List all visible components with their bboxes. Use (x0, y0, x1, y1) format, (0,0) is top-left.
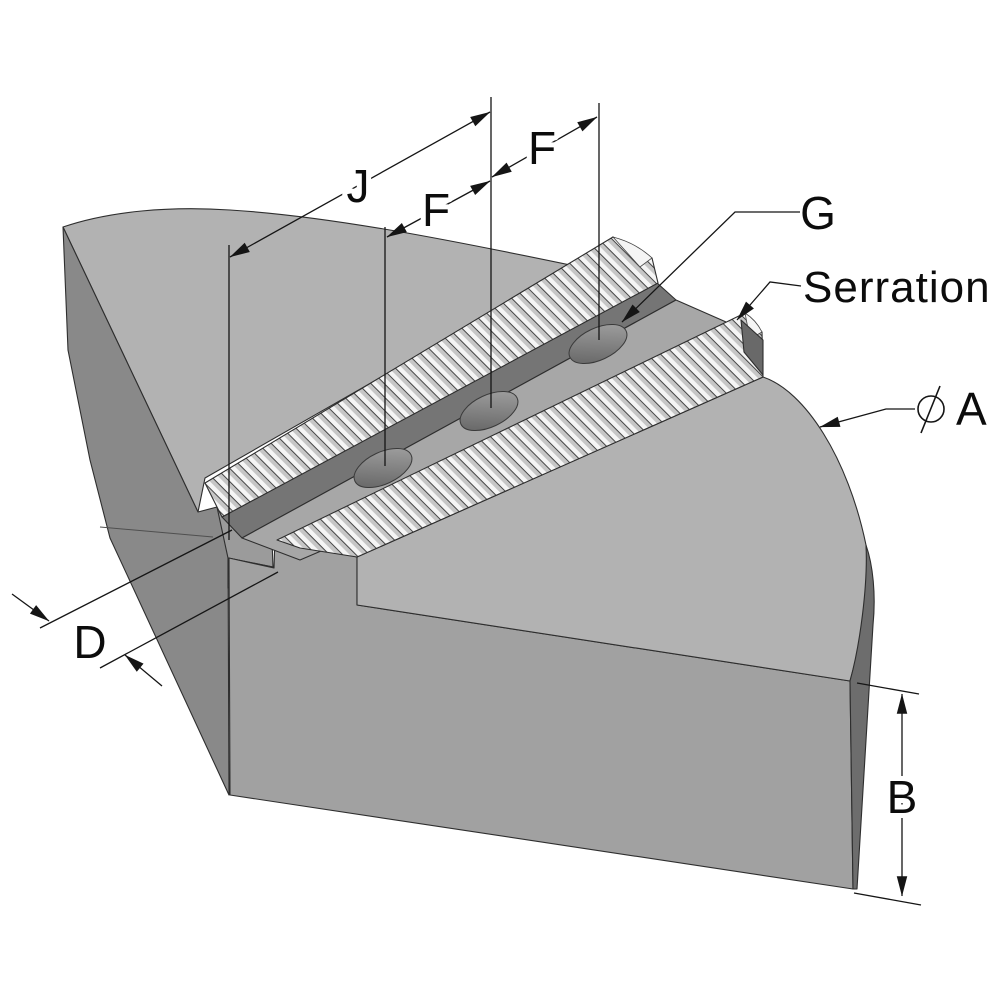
callout-label-a: A (956, 383, 987, 435)
dim-pointer-d-upper (11, 593, 50, 622)
mounting-hole-2 (459, 390, 519, 432)
dim-label-f-upper: F (528, 122, 556, 174)
extension-line-d-lower (99, 571, 279, 669)
dim-pointer-d-lower (124, 654, 163, 687)
left-section-face (62, 226, 230, 796)
extension-line-d-upper (39, 529, 233, 629)
part-body (62, 208, 875, 890)
lower-strip-end-face (740, 319, 764, 376)
dim-line-j (229, 111, 491, 258)
right-cylindrical-face (849, 544, 875, 890)
dim-label-d: D (73, 616, 106, 668)
diameter-symbol (917, 385, 945, 434)
callout-label-g: G (800, 187, 836, 239)
dim-label-j: J (347, 160, 370, 212)
leader-line-diameter-a (819, 408, 915, 428)
leader-line-serration (736, 281, 802, 321)
leader-line-g (621, 211, 800, 323)
serration-strips (204, 236, 764, 558)
upper-strip-end-cap (611, 236, 653, 268)
dim-line-f-upper (491, 116, 598, 178)
extension-line-b-top (856, 682, 920, 695)
dim-label-b: B (887, 771, 918, 823)
callout-label-serration: Serration (803, 263, 991, 312)
dim-line-f-lower (386, 180, 491, 238)
mounting-hole-1 (353, 447, 413, 489)
mounting-hole-3 (568, 323, 628, 365)
left-face-detail-edge (99, 526, 214, 538)
dimensions: J F F G Serration A D B (11, 97, 991, 906)
extension-line-b-bottom (853, 892, 922, 906)
upper-serration-strip (204, 236, 659, 518)
dim-label-f-lower: F (422, 184, 450, 236)
